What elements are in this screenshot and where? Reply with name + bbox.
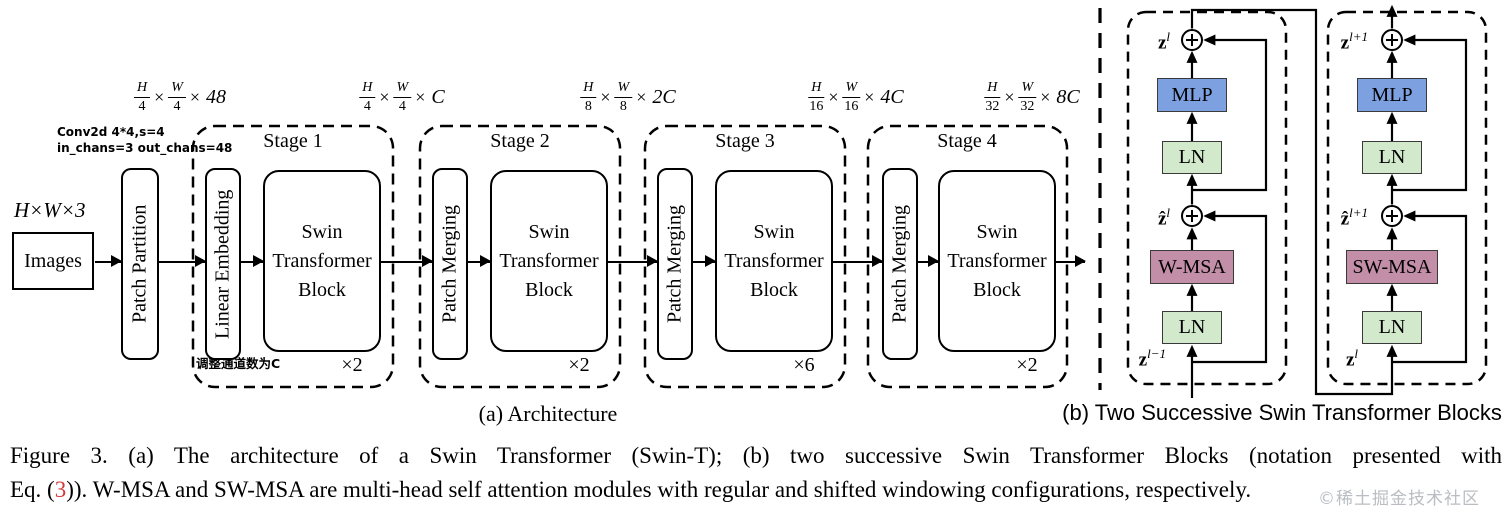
- flow-arrow-4: [381, 254, 433, 267]
- repeat-label-4: ×2: [1016, 354, 1038, 376]
- block1-output-label: zl: [1157, 29, 1170, 54]
- stage-2-dashed-box: [418, 124, 622, 389]
- times-symbol: ×: [415, 87, 426, 108]
- caption-a: (a) Architecture: [478, 401, 618, 426]
- equation-ref-link[interactable]: 3: [54, 477, 67, 502]
- repeat-label-3: ×6: [793, 354, 815, 376]
- input-dim-label: H×W×3: [14, 198, 86, 222]
- times-symbol: ×: [600, 87, 611, 108]
- block2-output-label: zl+1: [1340, 29, 1368, 54]
- flow-arrow-9: [918, 254, 939, 267]
- channel-annotation: 调整通道数为C: [196, 356, 281, 371]
- conv-annotation: Conv2d 4*4,s=4 in_chans=3 out_chans=48: [57, 124, 232, 156]
- figure-caption-line1: Figure 3. (a) The architecture of a Swin…: [10, 443, 1502, 468]
- swin-transformer-block-3: Swin Transformer Block: [715, 170, 833, 352]
- stage-2-label: Stage 2: [490, 130, 550, 152]
- times-symbol: ×: [189, 87, 201, 108]
- patch-merging-box-4: Patch Merging: [882, 168, 918, 360]
- flow-arrow-1: [95, 254, 122, 267]
- conv-annotation-line2: in_chans=3 out_chans=48: [57, 141, 233, 156]
- block2-input-label: zl: [1345, 346, 1358, 371]
- times-symbol: ×: [1004, 87, 1015, 108]
- swin-block-2-dashed-box: [1326, 10, 1488, 386]
- swin-transformer-block-1: Swin Transformer Block: [263, 170, 381, 352]
- block2-ln-bottom-box: LN: [1362, 311, 1422, 344]
- block1-to-block2-connector: [1190, 8, 1398, 396]
- times-symbol: ×: [864, 87, 875, 108]
- watermark-logo-icon: ©: [1318, 489, 1336, 509]
- block1-add-icon-upper: [1181, 29, 1203, 51]
- stage-1-label: Stage 1: [263, 130, 323, 152]
- stage-4-dashed-box: [866, 124, 1069, 389]
- block1-ln-top-box: LN: [1162, 141, 1222, 174]
- stage-3-label: Stage 3: [715, 130, 775, 152]
- watermark: ©稀土掘金技术社区: [1318, 489, 1480, 509]
- patch-merging-box-2: Patch Merging: [432, 168, 468, 360]
- block1-input-label: zl−1: [1138, 346, 1166, 371]
- flow-arrow-5: [468, 254, 491, 267]
- block1-ln-bottom-box: LN: [1162, 311, 1222, 344]
- times-symbol: ×: [636, 87, 647, 108]
- stage-4-label: Stage 4: [937, 130, 997, 152]
- times-symbol: ×: [828, 87, 839, 108]
- block2-swmsa-box: SW-MSA: [1346, 250, 1438, 284]
- times-symbol: ×: [154, 87, 165, 108]
- block2-skip-upper: [1392, 34, 1468, 192]
- block1-mid-label: ẑl: [1157, 205, 1170, 230]
- block2-ln-top-box: LN: [1362, 141, 1422, 174]
- residual-connectors: [1186, 4, 1468, 398]
- patch-merging-box-3: Patch Merging: [657, 168, 693, 360]
- caption-b: (b) Two Successive Swin Transformer Bloc…: [1062, 400, 1502, 425]
- block1-wmsa-box: W-MSA: [1150, 250, 1234, 284]
- conv-annotation-line1: Conv2d 4*4,s=4: [57, 125, 165, 139]
- stage-3-dashed-box: [643, 124, 847, 389]
- linear-embedding-box: Linear Embedding: [205, 168, 241, 360]
- times-symbol: ×: [1040, 87, 1051, 108]
- flow-arrow-7: [693, 254, 716, 267]
- block2-add-icon-upper: [1381, 29, 1403, 51]
- block1-skip-lower: [1192, 210, 1268, 364]
- block2-mid-label: ẑl+1: [1340, 205, 1368, 230]
- block2-skip-lower: [1392, 210, 1468, 364]
- times-symbol: ×: [379, 87, 390, 108]
- swin-block-1-dashed-box: [1126, 10, 1288, 386]
- figure-caption-line2: Eq. (3)). W-MSA and SW-MSA are multi-hea…: [10, 477, 1252, 502]
- flow-arrow-10: [1056, 254, 1086, 267]
- patch-partition-box: Patch Partition: [121, 168, 159, 360]
- block1-add-icon-lower: [1181, 205, 1203, 227]
- block1-mlp-box: MLP: [1157, 78, 1227, 112]
- flow-arrow-8: [833, 254, 883, 267]
- flow-arrow-2: [159, 254, 206, 267]
- images-box: Images: [12, 232, 94, 290]
- repeat-label-2: ×2: [568, 354, 590, 376]
- flow-arrow-6: [608, 254, 658, 267]
- stage-1-dashed-box: [191, 124, 395, 389]
- block2-add-icon-lower: [1381, 205, 1403, 227]
- flow-arrow-3: [241, 254, 264, 267]
- swin-transformer-block-4: Swin Transformer Block: [938, 170, 1056, 352]
- repeat-label-1: ×2: [341, 354, 363, 376]
- block2-mlp-box: MLP: [1357, 78, 1427, 112]
- block1-skip-upper: [1192, 34, 1268, 192]
- swin-transformer-block-2: Swin Transformer Block: [490, 170, 608, 352]
